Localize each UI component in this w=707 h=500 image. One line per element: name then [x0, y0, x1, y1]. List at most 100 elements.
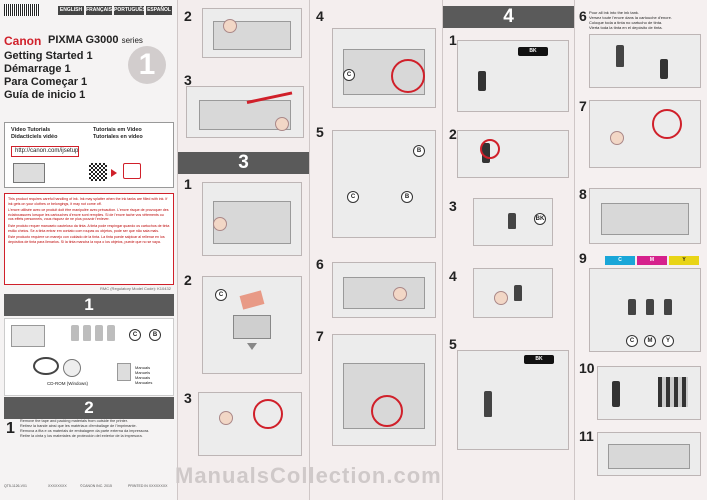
open-cover-illustration [186, 86, 304, 138]
lock-cover-illustration: C [332, 28, 436, 108]
fill-color-inks-illustration: C M Y [589, 268, 701, 352]
printer-icon [123, 163, 141, 179]
lang-tab-pt: PORTUGUÊS [114, 6, 146, 15]
step-number: 5 [449, 336, 457, 352]
step-number: 3 [449, 198, 457, 214]
step-number: 1 [184, 176, 192, 192]
step-number: 1 [449, 32, 457, 48]
video-label-en: Video Tutorials [11, 127, 51, 133]
step-number: 4 [316, 8, 324, 24]
step-6-instructions: Pour all ink into the ink tank.Versez to… [589, 10, 672, 30]
check-ink-level-illustration [597, 366, 701, 420]
cd-rom-label: CD-ROM (Windows) [47, 381, 88, 386]
step-number: 2 [184, 8, 192, 24]
video-label-fr: Didacticiels vidéo [11, 134, 58, 140]
title-pt: Para Começar 1 [4, 76, 88, 88]
arrow-right-icon [111, 169, 117, 177]
regulatory-code: RMC (Regulatory Model Code): K10432 [100, 286, 171, 291]
open-tank-cap-illustration [457, 130, 569, 178]
section-1-header: 1 [4, 294, 174, 316]
ink-bottle-icon [71, 325, 79, 341]
yellow-label: Y [669, 256, 699, 265]
barcode [4, 4, 40, 16]
panel-section-4-cont: 6 Pour all ink into the ink tank.Versez … [575, 0, 707, 500]
step-1-number: 1 [6, 420, 15, 437]
cover-panel: ENGLISH FRANÇAIS PORTUGUÊS ESPAÑOL Canon… [0, 0, 178, 500]
close-scanner-illustration [332, 334, 436, 446]
open-tank-cover-illustration: BK [457, 40, 569, 112]
insert-bottle-illustration: BK [457, 350, 569, 450]
step-number: 7 [316, 328, 324, 344]
warning-es: Este producto requiere un manejo con cui… [8, 235, 165, 244]
cartridge-c-icon: C [129, 329, 141, 341]
step-number: 6 [316, 256, 324, 272]
power-cord-icon [33, 357, 59, 375]
title-es: Guía de inicio 1 [4, 89, 86, 101]
close-scanner-final-illustration [597, 432, 701, 476]
manuals-icon [117, 363, 131, 381]
footer-print-code: XXXXXXXX [48, 484, 67, 488]
unpack-cartridge-illustration: C [202, 276, 302, 374]
guide-titles: Getting Started 1 Démarrage 1 Para Começ… [4, 50, 93, 102]
step-number: 2 [449, 126, 457, 142]
step-number: 3 [184, 390, 192, 406]
step-1-instructions: Remove the tape and packing materials fr… [20, 419, 150, 438]
step-number: 6 [579, 8, 587, 24]
step-number: 10 [579, 360, 595, 376]
step-number: 7 [579, 98, 587, 114]
close-tank-cover-illustration [589, 188, 701, 244]
watermark: ManualsCollection.com [175, 463, 442, 488]
model-name: PIXMA G3000 series [48, 34, 143, 46]
canon-logo: Canon [4, 34, 42, 48]
video-label-es: Tutoriales en vídeo [93, 134, 143, 140]
step-number: 4 [449, 268, 457, 284]
pour-ink-illustration [589, 34, 701, 88]
step-number: 11 [579, 428, 594, 444]
footer-code: QT5-1126-V01 [4, 484, 27, 488]
step-number: 8 [579, 186, 587, 202]
cartridge-icon [233, 315, 271, 339]
warning-en: This product requires careful handling o… [8, 197, 168, 206]
section-2-header: 2 [4, 397, 174, 419]
down-arrow-icon [247, 343, 257, 350]
sheet-number: 1 [128, 46, 166, 84]
footer-copyright: ©CANON INC. 2015 [80, 484, 112, 488]
warning-fr: L'encre utilisée avec ce produit doit êt… [8, 208, 169, 222]
ink-bottle-icon [83, 325, 91, 341]
open-scanner-illustration [202, 182, 302, 256]
protective-tape-icon [239, 290, 265, 310]
remove-bottle-cap-illustration: BK [473, 198, 553, 246]
printer-box-icon [11, 325, 45, 347]
setup-url-link[interactable]: http://canon.com/ijsetup [11, 146, 79, 157]
title-en: Getting Started 1 [4, 50, 93, 62]
insert-cartridge-illustration [198, 392, 302, 456]
lang-tab-fr: FRANÇAIS [86, 6, 112, 15]
remove-tape-illustration [202, 8, 302, 58]
video-label-pt: Tutoriais em Vídeo [93, 127, 142, 133]
ink-bottle-icon [107, 325, 115, 341]
footer-printed-in: PRINTED IN XXXXXXXX [128, 484, 168, 488]
cyan-label: C [605, 256, 635, 265]
video-tutorials-box: Video Tutorials Didacticiels vidéo Tutor… [4, 122, 174, 188]
qr-code-icon [89, 163, 107, 181]
cd-rom-icon [63, 359, 81, 377]
step-number: 5 [316, 124, 324, 140]
section-3-header: 3 [178, 152, 309, 174]
magenta-label: M [637, 256, 667, 265]
lang-tab-en: ENGLISH [58, 6, 84, 15]
section-4-header: 4 [443, 6, 574, 28]
step-number: 9 [579, 250, 587, 266]
ink-warning-box: This product requires careful handling o… [4, 193, 174, 285]
step-number: 2 [184, 272, 192, 288]
remove-nozzle-cap-illustration [473, 268, 553, 318]
cartridge-b-icon: B [149, 329, 161, 341]
close-lever-illustration [332, 262, 436, 318]
panel-section-2-3: 2 3 3 1 2 C 3 [178, 0, 310, 500]
ink-bottle-icon [95, 325, 103, 341]
panel-section-4: 4 1 BK 2 3 BK 4 5 BK [443, 0, 575, 500]
